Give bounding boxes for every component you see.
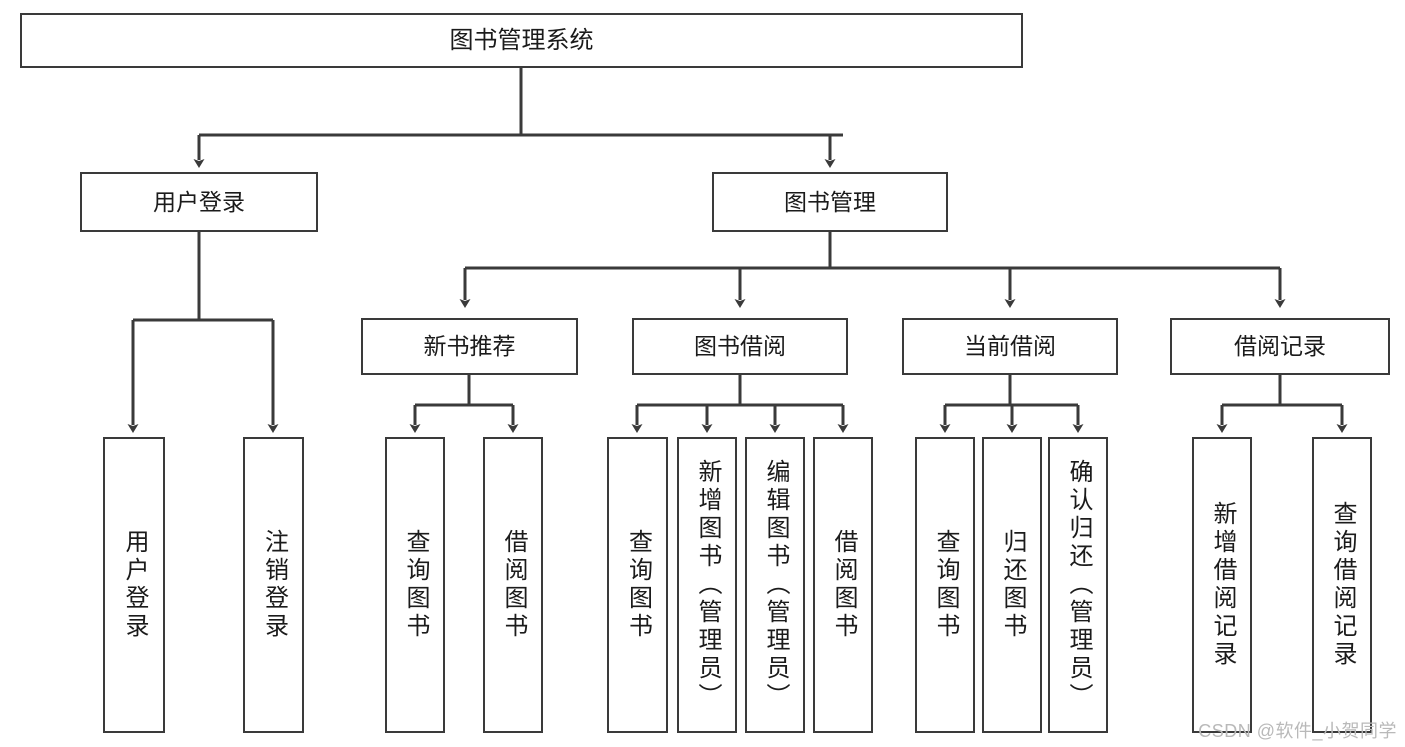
node-label: 编辑图书（管理员） <box>762 459 789 711</box>
node-book-management[interactable]: 图书管理 <box>712 172 948 232</box>
node-label: 查询借阅记录 <box>1329 501 1356 669</box>
node-label: 用户登录 <box>153 188 245 215</box>
node-label: 归还图书 <box>999 529 1026 641</box>
node-label: 图书管理系统 <box>449 26 594 54</box>
node-label: 查询图书 <box>932 529 959 641</box>
node-borrow-record[interactable]: 借阅记录 <box>1170 318 1390 375</box>
node-label: 图书借阅 <box>694 333 786 360</box>
node-label: 用户登录 <box>121 529 148 641</box>
node-label: 注销登录 <box>260 529 288 641</box>
node-leaf-logout[interactable]: 注销登录 <box>243 437 304 733</box>
node-label: 新增图书（管理员） <box>694 459 721 711</box>
node-leaf-confirm-return[interactable]: 确认归还（管理员） <box>1048 437 1108 733</box>
node-label: 新书推荐 <box>423 333 516 360</box>
node-label: 查询图书 <box>624 529 652 641</box>
node-leaf-borrow-book-2[interactable]: 借阅图书 <box>813 437 873 733</box>
node-label: 当前借阅 <box>964 333 1056 360</box>
node-book-management-system[interactable]: 图书管理系统 <box>20 13 1023 68</box>
node-leaf-borrow-book-1[interactable]: 借阅图书 <box>483 437 543 733</box>
node-label: 新增借阅记录 <box>1209 501 1236 669</box>
node-label: 确认归还（管理员） <box>1065 459 1092 711</box>
node-label: 借阅图书 <box>830 529 857 641</box>
node-book-borrow[interactable]: 图书借阅 <box>632 318 848 375</box>
watermark: CSDN @软件_小贺同学 <box>1198 721 1397 741</box>
node-leaf-query-record[interactable]: 查询借阅记录 <box>1312 437 1372 733</box>
node-user-login[interactable]: 用户登录 <box>80 172 318 232</box>
node-leaf-edit-book[interactable]: 编辑图书（管理员） <box>745 437 805 733</box>
node-leaf-query-book-3[interactable]: 查询图书 <box>915 437 975 733</box>
node-label: 图书管理 <box>784 188 876 215</box>
node-leaf-return-book[interactable]: 归还图书 <box>982 437 1042 733</box>
node-leaf-add-book[interactable]: 新增图书（管理员） <box>677 437 737 733</box>
node-label: 借阅图书 <box>500 529 527 641</box>
node-leaf-query-book-2[interactable]: 查询图书 <box>607 437 668 733</box>
node-leaf-user-login[interactable]: 用户登录 <box>103 437 165 733</box>
node-leaf-query-book-1[interactable]: 查询图书 <box>385 437 445 733</box>
node-current-borrow[interactable]: 当前借阅 <box>902 318 1118 375</box>
node-label: 借阅记录 <box>1234 333 1326 360</box>
node-leaf-add-record[interactable]: 新增借阅记录 <box>1192 437 1252 733</box>
node-label: 查询图书 <box>402 529 429 641</box>
node-new-book-recommend[interactable]: 新书推荐 <box>361 318 578 375</box>
